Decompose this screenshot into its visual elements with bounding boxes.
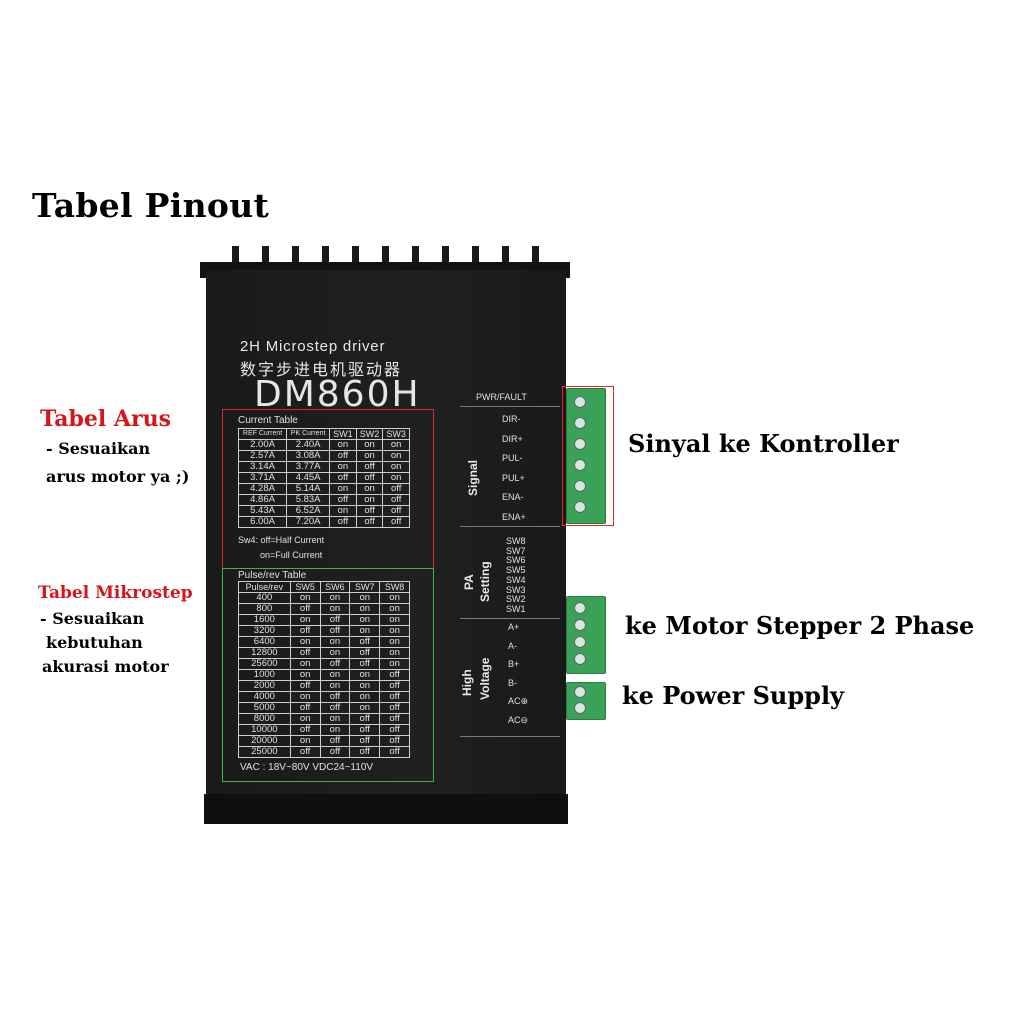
- device-model: DM860H: [254, 374, 421, 415]
- pwr-fault-label: PWR/FAULT: [476, 392, 527, 402]
- pin-label: B+: [508, 659, 520, 669]
- current-table-cell: 6.00A: [237, 516, 288, 528]
- pin-label: DIR+: [502, 433, 523, 444]
- hv-section-label-2: Voltage: [478, 657, 492, 700]
- pin-label: SW8: [506, 536, 526, 546]
- pulse-table-cell: off: [379, 680, 410, 692]
- voltage-note: VAC : 18V~80V VDC24~110V: [240, 762, 374, 773]
- motor-terminal-block: [566, 596, 606, 674]
- terminal-screw-icon[interactable]: [574, 459, 586, 471]
- sw4-note-line2: on=Full Current: [260, 550, 323, 560]
- terminal-screw-icon[interactable]: [574, 702, 586, 714]
- pin-label: AC⊖: [508, 714, 529, 725]
- terminal-screw-icon[interactable]: [574, 619, 586, 631]
- pa-section-label-1: PA: [462, 574, 476, 590]
- current-table-cell: off: [355, 516, 384, 528]
- page-title: Tabel Pinout: [32, 186, 270, 225]
- current-annotation-line2: arus motor ya ;): [46, 467, 190, 486]
- pin-label: B-: [508, 677, 517, 688]
- power-terminal-block: [566, 682, 606, 720]
- pulse-table-cell: off: [379, 746, 410, 758]
- pin-label: SW7: [506, 545, 526, 556]
- power-annotation: ke Power Supply: [622, 681, 844, 710]
- pulse-table-label: Pulse/rev Table: [238, 570, 307, 581]
- signal-section-label: Signal: [466, 459, 480, 496]
- microstep-table-title-annotation: Tabel Mikrostep: [38, 583, 193, 603]
- current-table-highlight-box: [222, 409, 434, 569]
- terminal-screw-icon[interactable]: [574, 480, 586, 492]
- terminal-screw-icon[interactable]: [574, 653, 586, 665]
- terminal-screw-icon[interactable]: [574, 636, 586, 648]
- pa-section-label-2: Setting: [478, 561, 492, 602]
- microstep-annotation-line3: akurasi motor: [42, 657, 169, 676]
- pulse-table-cell: 25000: [238, 746, 291, 758]
- signal-terminal-highlight-box: [562, 386, 614, 526]
- stepper-driver-device: 2H Microstep driver 数字步进电机驱动器 DM860H Cur…: [200, 246, 570, 824]
- pin-label: SW3: [506, 584, 526, 595]
- pin-label: SW6: [506, 555, 526, 566]
- pin-label: DIR-: [502, 414, 521, 424]
- hv-section-label-1: High: [460, 669, 474, 696]
- current-annotation-line1: - Sesuaikan: [46, 439, 151, 458]
- pin-label: A-: [508, 640, 517, 651]
- current-table-cell: off: [382, 516, 410, 528]
- pin-label: PUL+: [502, 472, 525, 483]
- pin-label: ENA+: [502, 511, 526, 522]
- pulse-table-cell: off: [379, 702, 410, 714]
- signal-terminal-block: [566, 388, 606, 524]
- microstep-annotation-line1: - Sesuaikan: [40, 609, 145, 628]
- terminal-screw-icon[interactable]: [574, 438, 586, 450]
- current-table-cell: off: [382, 483, 410, 495]
- device-subtitle: 2H Microstep driver: [240, 338, 386, 355]
- pin-label: SW1: [506, 603, 526, 614]
- terminal-screw-icon[interactable]: [574, 686, 586, 698]
- microstep-annotation-line2: kebutuhan: [46, 633, 143, 652]
- pin-label: SW5: [506, 565, 526, 576]
- pin-label: AC⊕: [508, 696, 529, 706]
- pin-label: PUL-: [502, 453, 523, 463]
- sw4-note-line1: Sw4: off=Half Current: [238, 535, 325, 545]
- device-chinese-subtitle: 数字步进电机驱动器: [240, 362, 403, 379]
- pin-label: A+: [508, 622, 520, 632]
- terminal-screw-icon[interactable]: [574, 602, 586, 614]
- signal-annotation: Sinyal ke Kontroller: [628, 429, 899, 458]
- terminal-screw-icon[interactable]: [574, 501, 586, 513]
- pin-label: SW2: [506, 594, 526, 605]
- motor-annotation: ke Motor Stepper 2 Phase: [625, 611, 975, 640]
- pulse-table-highlight-box: [222, 568, 434, 782]
- terminal-screw-icon[interactable]: [574, 417, 586, 429]
- current-table-title-annotation: Tabel Arus: [40, 406, 171, 432]
- current-table-cell: 7.20A: [286, 516, 331, 528]
- pin-label: ENA-: [502, 492, 524, 502]
- pin-label: SW4: [506, 574, 526, 585]
- terminal-screw-icon[interactable]: [574, 396, 586, 408]
- pulse-table-cell: off: [319, 746, 351, 758]
- current-table-label: Current Table: [238, 415, 298, 426]
